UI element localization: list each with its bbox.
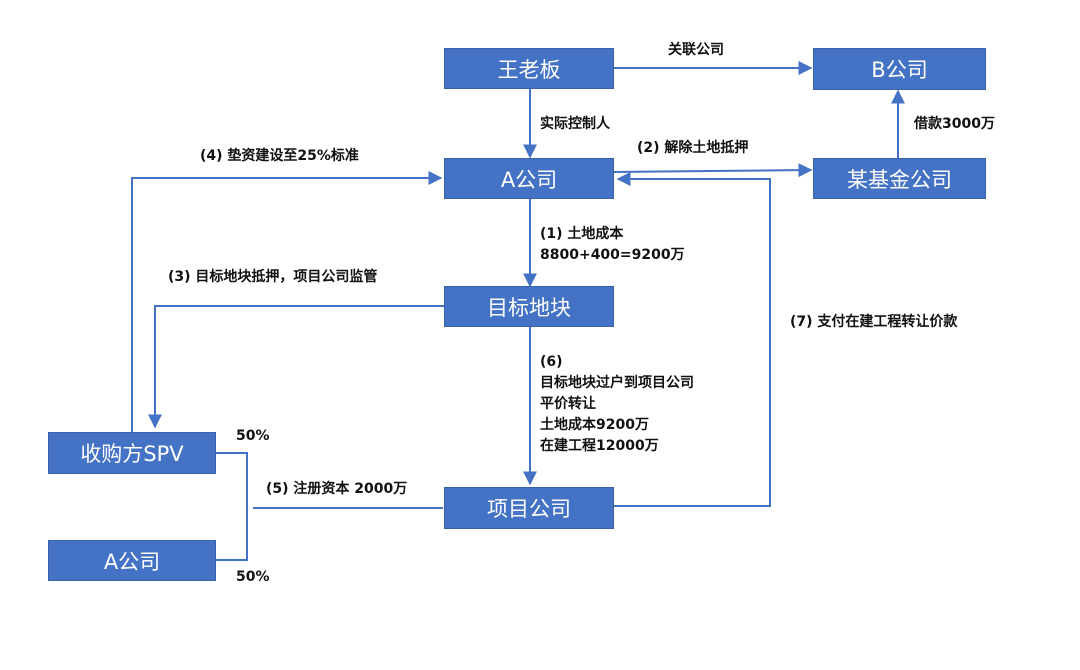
edge-advance-construction xyxy=(131,171,443,432)
node-a-company-top: A公司 xyxy=(444,158,614,199)
label-release-mortgage: (2) 解除土地抵押 xyxy=(637,140,749,156)
label-related-company: 关联公司 xyxy=(668,42,724,58)
label-advance-construction: (4) 垫资建设至25%标准 xyxy=(200,148,359,164)
node-target-land: 目标地块 xyxy=(444,286,614,327)
label-loan: 借款3000万 xyxy=(914,116,995,132)
label-transfer-line: 土地成本9200万 xyxy=(540,417,649,433)
edge-mortgage-supervision xyxy=(148,305,444,429)
label-land-cost-line: 8800+400=9200万 xyxy=(540,247,685,263)
node-fund-company: 某基金公司 xyxy=(813,158,986,199)
label-pay-transfer: (7) 支付在建工程转让价款 xyxy=(790,314,958,330)
node-project-company: 项目公司 xyxy=(444,487,614,529)
label-land-cost-line: (1) 土地成本 xyxy=(540,226,624,242)
label-transfer-line: (6) xyxy=(540,354,563,370)
label-actual-controller: 实际控制人 xyxy=(540,116,610,132)
edge-pay-transfer xyxy=(614,172,771,507)
label-share-spv: 50% xyxy=(236,428,270,444)
label-transfer-line: 在建工程12000万 xyxy=(540,438,659,454)
edge-share-spv xyxy=(216,452,248,561)
label-transfer-line: 目标地块过户到项目公司 xyxy=(540,375,694,391)
label-registered-capital: (5) 注册资本 2000万 xyxy=(266,481,408,497)
label-land-cost: (1) 土地成本 8800+400=9200万 xyxy=(540,224,685,266)
node-b-company: B公司 xyxy=(813,48,986,90)
label-share-a: 50% xyxy=(236,569,270,585)
label-transfer: (6) 目标地块过户到项目公司 平价转让 土地成本9200万 在建工程12000… xyxy=(540,352,694,457)
label-mortgage-supervision: (3) 目标地块抵押，项目公司监管 xyxy=(168,269,378,285)
node-spv: 收购方SPV xyxy=(48,432,216,474)
node-a-company-bottom: A公司 xyxy=(48,540,216,581)
edge-release-mortgage xyxy=(613,163,813,178)
node-wang-boss: 王老板 xyxy=(444,48,614,89)
label-transfer-line: 平价转让 xyxy=(540,396,596,412)
